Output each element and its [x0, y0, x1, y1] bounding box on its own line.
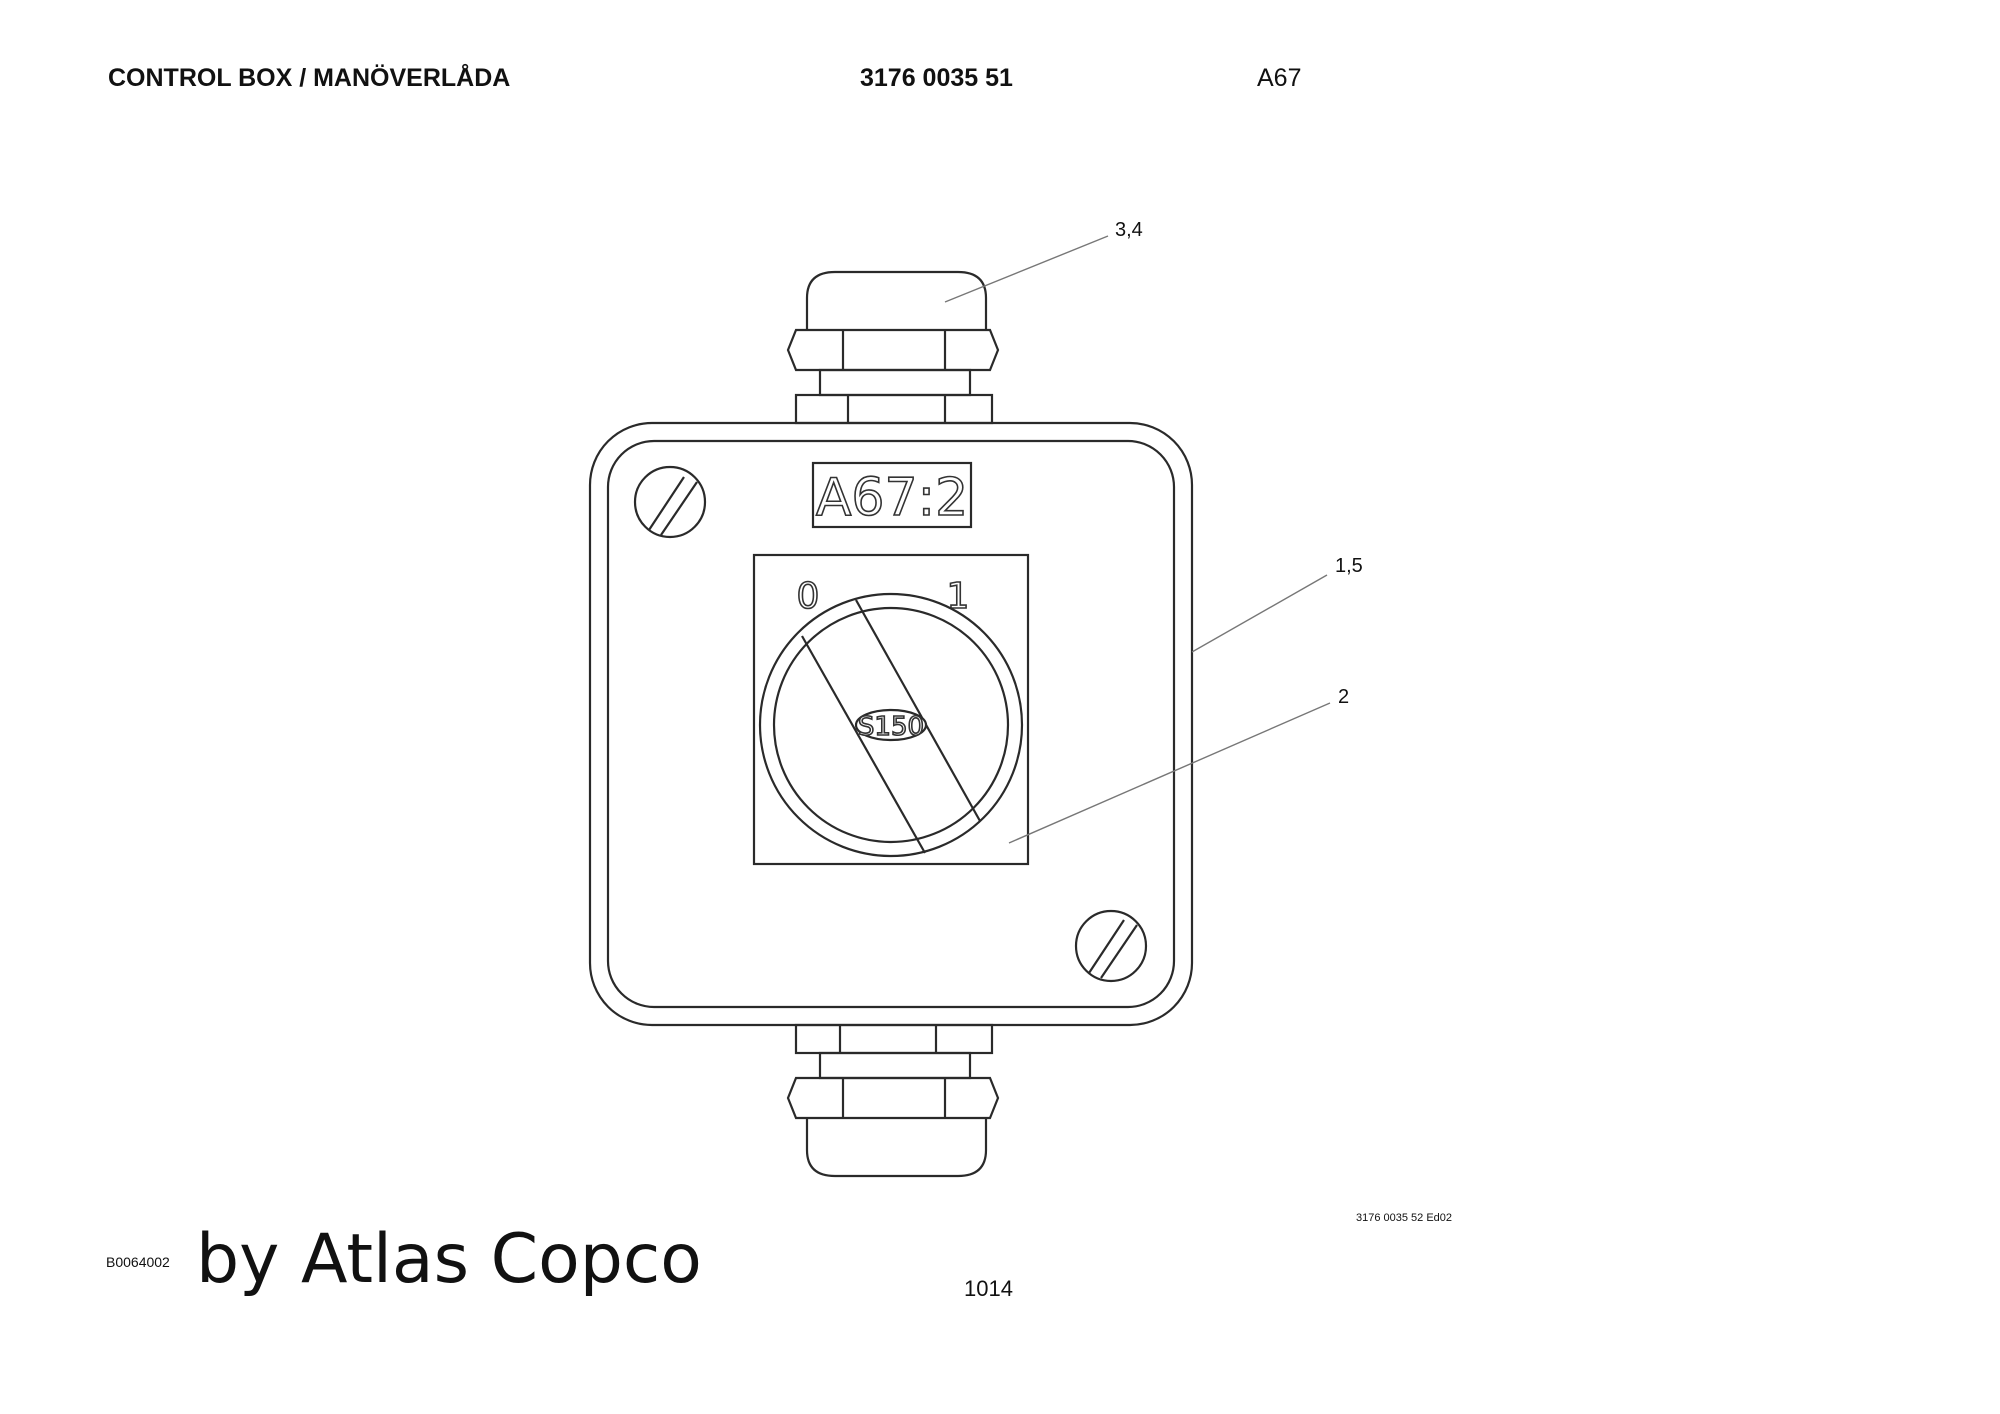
page-title: CONTROL BOX / MANÖVERLÅDA: [108, 64, 511, 92]
switch-label-text: S150: [858, 712, 924, 742]
bottom-cable-gland: [786, 1023, 1000, 1178]
rotary-switch-knob: [758, 592, 1024, 858]
part-number: 3176 0035 51: [860, 64, 1013, 92]
switch-position-1: 1: [947, 576, 970, 617]
brand-tagline: by Atlas Copco: [196, 1220, 702, 1299]
screw-top-left: [633, 465, 707, 539]
callout-3-4: 3,4: [1115, 219, 1143, 241]
switch-label-badge: [854, 708, 928, 742]
callout-1-5: 1,5: [1335, 555, 1363, 577]
leader-line-2: [1008, 702, 1331, 844]
page-number: 1014: [964, 1276, 1013, 1301]
switch-position-0: 0: [797, 576, 820, 617]
nameplate-frame: [811, 461, 973, 529]
switch-panel: [752, 553, 1030, 866]
drawing-reference: 3176 0035 52 Ed02: [1356, 1212, 1453, 1224]
leader-line-1-5: [1191, 574, 1328, 653]
enclosure-body: [588, 421, 1194, 1027]
leader-line-3-4: [944, 235, 1109, 303]
top-cable-gland: [786, 270, 1000, 425]
screw-bottom-right: [1074, 909, 1148, 983]
callout-2: 2: [1338, 686, 1349, 708]
nameplate-text: A67:2: [816, 468, 968, 528]
section-code: A67: [1257, 64, 1302, 92]
drawing-code: B0064002: [106, 1254, 170, 1270]
